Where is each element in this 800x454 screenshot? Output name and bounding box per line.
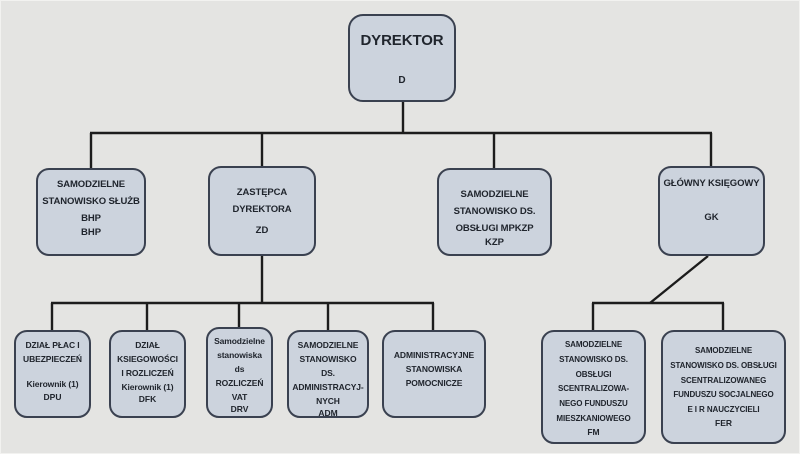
node-code: KZP [485, 237, 504, 249]
org-node-bhp: SAMODZIELNE STANOWISKO SŁUŻB BHP BHP [36, 168, 146, 256]
org-node-drv: Samodzielne stanowiska ds ROZLICZEŃ VAT … [206, 327, 273, 418]
node-title-line: GŁÓWNY KSIĘGOWY [663, 178, 760, 189]
node-title-line: UBEZPIECZEŃ [23, 354, 82, 365]
node-title-line: ZASTĘPCA [236, 187, 288, 198]
node-title-line: SAMODZIELNE [564, 340, 623, 349]
node-code: ADM [318, 408, 338, 419]
node-title-line: SAMODZIELNE [56, 179, 126, 190]
node-title-line: NEGO FUNDUSZU [559, 399, 628, 409]
node-staff-line: Kierownik (1) [121, 382, 174, 393]
node-title-line: STANOWISKA [405, 364, 463, 375]
org-node-dyrektor: DYREKTOR D [348, 14, 456, 102]
org-node-gk: GŁÓWNY KSIĘGOWY GK [658, 166, 765, 256]
node-code: FER [715, 417, 732, 428]
node-title-line: STANOWISKO DS. OBSŁUGI [670, 360, 777, 370]
node-code: DPU [43, 391, 62, 402]
node-title-line: SAMODZIELNE [460, 189, 529, 200]
node-title-line: SCENTRALIZOWA- [557, 384, 630, 394]
node-title-line: STANOWISKO SŁUŻB [42, 196, 140, 208]
org-node-zd: ZASTĘPCA DYREKTORA ZD [208, 166, 316, 256]
node-title-line: STANOWISKO DS. [453, 206, 536, 218]
node-title-line: DZIAŁ [135, 340, 160, 350]
node-code: BHP [80, 227, 102, 239]
node-code: FM [587, 426, 600, 437]
node-code: ZD [255, 224, 269, 236]
org-node-fer: SAMODZIELNE STANOWISKO DS. OBSŁUGI SCENT… [661, 330, 786, 444]
node-title-line: BHP [81, 213, 101, 225]
node-title-line: STANOWISKO DS. [299, 354, 357, 379]
node-title-line: NYCH [316, 396, 340, 407]
org-node-adm: SAMODZIELNE STANOWISKO DS. ADMINISTRACYJ… [287, 330, 369, 418]
node-title-line: SCENTRALIZOWANEG [680, 375, 767, 385]
node-staff-line: Kierownik (1) [26, 379, 79, 390]
node-title-line: E I R NAUCZYCIELI [687, 405, 760, 415]
org-node-fm: SAMODZIELNE STANOWISKO DS. OBSŁUGI SCENT… [541, 330, 646, 444]
node-title-line: ROZLICZEŃ [215, 378, 264, 389]
node-title-line: OBSŁUGI [575, 369, 612, 379]
org-node-dfk: DZIAŁ KSIEGOWOŚCI I ROZLICZEŃ Kierownik … [109, 330, 186, 418]
org-node-pomocnicze: ADMINISTRACYJNE STANOWISKA POMOCNICZE [382, 330, 486, 418]
node-title-line: SAMODZIELNE [694, 346, 753, 355]
node-title-line: ADMINISTRACYJ- [292, 382, 364, 393]
node-title-line: ADMINISTRACYJNE [393, 350, 475, 360]
node-code: D [398, 75, 406, 86]
node-title-line: ds [234, 364, 245, 375]
node-title-line: OBSŁUGI MPKZP [455, 223, 534, 235]
node-title-line: SAMODZIELNE [297, 340, 359, 350]
org-node-kzp: SAMODZIELNE STANOWISKO DS. OBSŁUGI MPKZP… [437, 168, 552, 256]
node-title-line: stanowiska [217, 350, 262, 361]
node-title-line: MIESZKANIOWEGO [556, 413, 631, 423]
node-title-line: DYREKTORA [232, 204, 292, 216]
node-title-line: Samodzielne [214, 336, 265, 346]
node-title-line: STANOWISKO DS. [559, 354, 628, 364]
node-title-line: DYREKTOR [360, 32, 444, 49]
node-title-line: FUNDUSZU SOCJALNEGO [673, 390, 774, 400]
org-node-dpu: DZIAŁ PŁAC I UBEZPIECZEŃ Kierownik (1) D… [14, 330, 91, 418]
node-code: GK [704, 211, 719, 223]
node-title-line: KSIEGOWOŚCI [117, 354, 178, 365]
node-title-line: I ROZLICZEŃ [121, 368, 174, 379]
node-title-line: VAT [231, 392, 248, 403]
node-code: DRV [230, 404, 249, 415]
node-title-line: POMOCNICZE [405, 378, 463, 389]
node-code: DFK [138, 394, 157, 405]
node-title-line: DZIAŁ PŁAC I [25, 340, 80, 350]
